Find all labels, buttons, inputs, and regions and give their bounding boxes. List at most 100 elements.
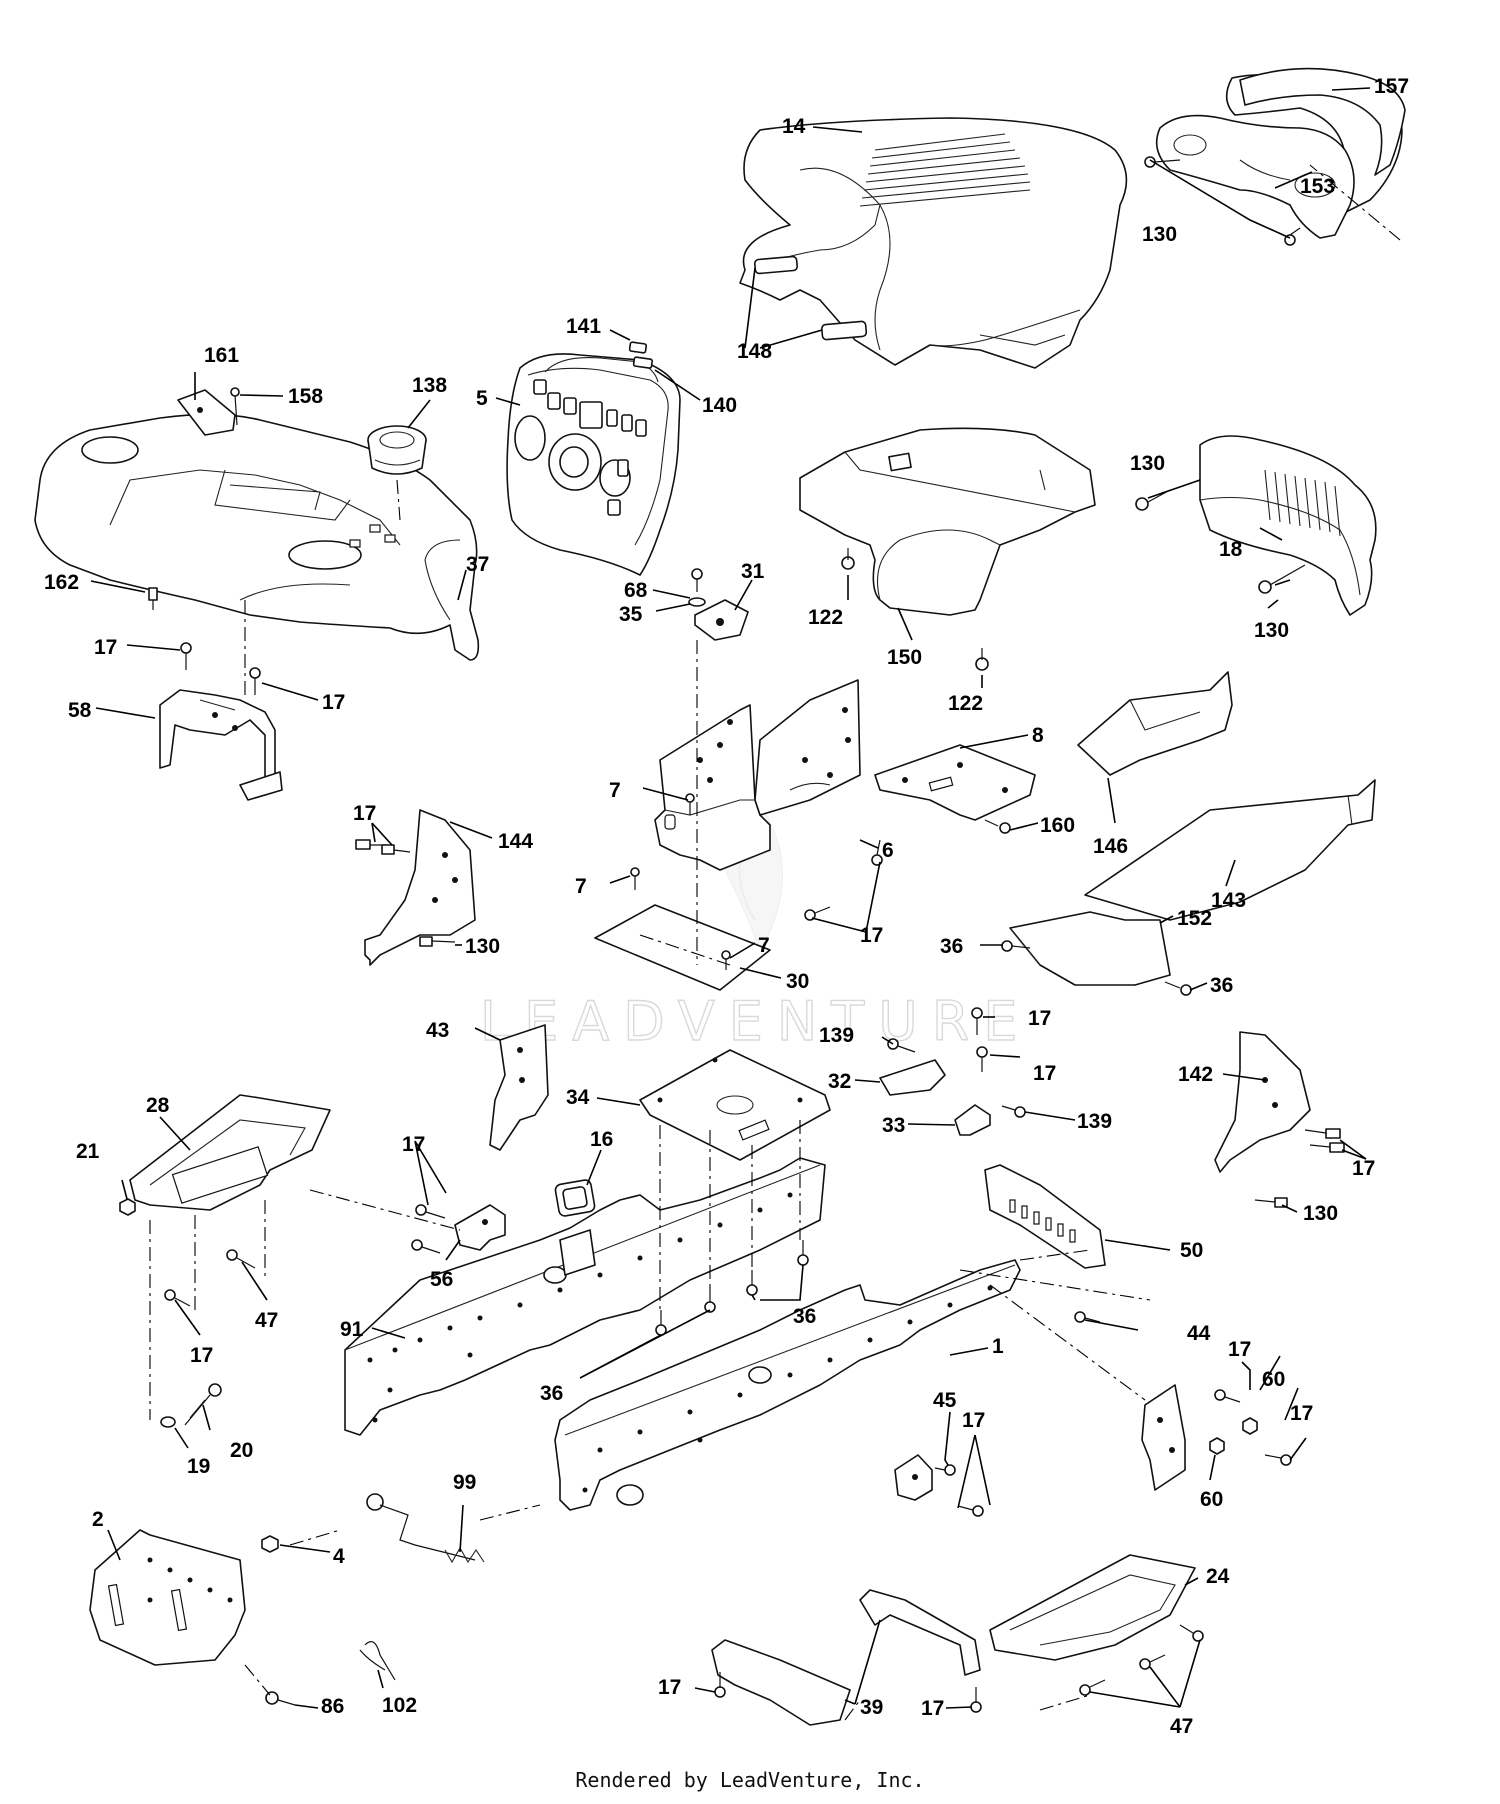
callout-31: 31 <box>741 560 765 583</box>
callout-158: 158 <box>288 385 323 408</box>
hood-part <box>739 117 1128 369</box>
callout-130-left: 130 <box>465 935 500 958</box>
fender-bracket-part <box>159 689 283 801</box>
callout-142: 142 <box>1178 1063 1213 1086</box>
screw-17-g <box>971 1007 983 1035</box>
nut-21 <box>119 1198 136 1216</box>
lift-rod-part <box>366 1493 485 1564</box>
callout-6: 6 <box>882 839 894 862</box>
callout-17-e: 17 <box>1028 1007 1051 1030</box>
callout-8: 8 <box>1032 724 1044 747</box>
callout-17-c: 17 <box>353 802 376 825</box>
callout-47-a: 47 <box>255 1309 278 1332</box>
bolt-36-a <box>655 1310 667 1336</box>
screw-68 <box>691 568 703 592</box>
washer-35 <box>688 597 706 607</box>
callout-139-a: 139 <box>819 1024 854 1047</box>
callout-17-k: 17 <box>1290 1402 1313 1425</box>
screw-139-b <box>1001 1105 1026 1118</box>
callout-33: 33 <box>882 1114 905 1137</box>
callout-143: 143 <box>1211 889 1246 912</box>
callout-148: 148 <box>737 340 772 363</box>
screw-17-n <box>1074 1311 1101 1323</box>
callout-44: 44 <box>1187 1322 1211 1345</box>
callout-130-top: 130 <box>1142 223 1177 246</box>
screw-17-p <box>1264 1454 1292 1466</box>
callout-153: 153 <box>1300 175 1335 198</box>
callout-17-j: 17 <box>1228 1338 1251 1361</box>
callout-86: 86 <box>321 1695 344 1718</box>
callout-122-b: 122 <box>948 692 983 715</box>
screw-17-i <box>1304 1128 1341 1139</box>
callout-68: 68 <box>624 579 648 602</box>
callout-130-rear-top: 130 <box>1130 452 1165 475</box>
screw-160 <box>984 819 1011 834</box>
screw-130-a <box>1135 489 1171 511</box>
callout-36-b: 36 <box>1210 974 1233 997</box>
hood-top-trim-part <box>1239 67 1406 176</box>
callout-17-l: 17 <box>962 1409 985 1432</box>
callout-91: 91 <box>340 1318 364 1341</box>
footer-credit: Rendered by LeadVenture, Inc. <box>575 1768 925 1792</box>
callout-17-h: 17 <box>402 1133 425 1156</box>
dash-panel-part <box>506 341 681 576</box>
seat-adjust-bracket-part <box>879 1059 946 1096</box>
watermark-text: LEADVENTURE <box>480 990 1031 1053</box>
callout-99: 99 <box>453 1471 476 1494</box>
console-tunnel-part <box>799 427 1096 616</box>
screw-17-r <box>957 1505 984 1517</box>
callout-35: 35 <box>619 603 643 626</box>
callout-17-f: 17 <box>1033 1062 1056 1085</box>
callout-58: 58 <box>68 699 92 722</box>
screw-162 <box>148 587 158 610</box>
callout-17-n: 17 <box>921 1697 944 1720</box>
callout-2: 2 <box>92 1508 104 1531</box>
bumper-plate-slots <box>107 1583 188 1632</box>
screw-17-k <box>415 1204 446 1219</box>
right-support-bracket-part <box>1214 1031 1311 1173</box>
callout-39: 39 <box>860 1696 883 1719</box>
callout-30: 30 <box>786 970 809 993</box>
screw-47-b <box>1079 1679 1106 1696</box>
callout-45: 45 <box>933 1389 957 1412</box>
screw-36-b <box>1164 981 1192 996</box>
rear-panel-part <box>1009 911 1171 986</box>
screw-130-b <box>1258 564 1306 594</box>
callout-17-m: 17 <box>658 1676 681 1699</box>
callout-17-a: 17 <box>94 636 117 659</box>
hitch-plate-slots <box>1009 1199 1076 1243</box>
nut-60-a <box>1242 1417 1258 1435</box>
screw-130-c <box>1144 156 1181 168</box>
callout-146: 146 <box>1093 835 1128 858</box>
fasteners <box>119 156 1345 1713</box>
callout-19: 19 <box>187 1455 210 1478</box>
screw-17-o <box>1214 1389 1241 1403</box>
callout-7-a: 7 <box>609 779 621 802</box>
screw-17-d <box>381 844 411 855</box>
bolt-36-d <box>797 1240 809 1266</box>
callout-labels: 14 157 153 130 148 141 140 5 161 158 138… <box>44 75 1409 1738</box>
callout-17-d: 17 <box>860 924 883 947</box>
washer-19 <box>160 1416 176 1428</box>
callout-7-b: 7 <box>575 875 587 898</box>
hood-vent-grille <box>859 133 1031 207</box>
callout-24: 24 <box>1206 1565 1230 1588</box>
callout-56: 56 <box>430 1268 453 1291</box>
callout-18: 18 <box>1219 538 1243 561</box>
steering-plate-part <box>874 744 1036 821</box>
callout-20: 20 <box>230 1439 253 1462</box>
callout-14: 14 <box>782 115 806 138</box>
axle-bracket-part <box>1141 1384 1186 1491</box>
callout-16: 16 <box>590 1128 613 1151</box>
callout-17-i: 17 <box>190 1344 213 1367</box>
callout-130-right: 130 <box>1303 1202 1338 1225</box>
callout-37: 37 <box>466 553 489 576</box>
callout-7-c: 7 <box>758 934 770 957</box>
left-frame-rail-part <box>344 1157 826 1436</box>
callout-122-a: 122 <box>808 606 843 629</box>
callout-47-b: 47 <box>1170 1715 1193 1738</box>
screw-47-a <box>226 1249 256 1269</box>
rear-grille-slots <box>1264 469 1341 537</box>
callout-36-c: 36 <box>793 1305 816 1328</box>
callout-60-a: 60 <box>1262 1368 1285 1391</box>
